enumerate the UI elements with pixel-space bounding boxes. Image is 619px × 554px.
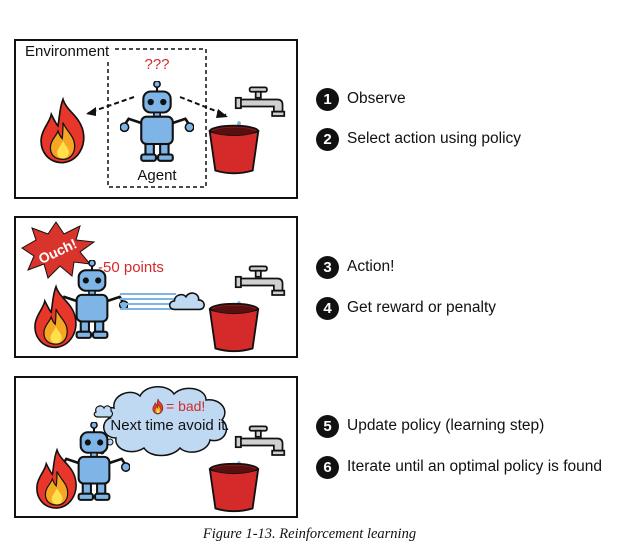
fire-icon xyxy=(40,98,85,164)
bucket-icon xyxy=(208,462,260,513)
step-number-badge: 2 xyxy=(316,127,339,151)
panel-update: = bad! Next time avoid it. xyxy=(14,376,298,518)
robot-icon xyxy=(120,81,194,163)
step-label: Select action using policy xyxy=(347,130,522,147)
step-label: Observe xyxy=(347,90,406,107)
panel-action: Ouch! -50 points xyxy=(14,216,298,358)
cloud-icon xyxy=(168,292,206,311)
step-iterate: 6 Iterate until an optimal policy is fou… xyxy=(316,454,602,480)
figure-caption: Figure 1-13. Reinforcement learning xyxy=(202,526,417,542)
environment-label: Environment xyxy=(22,43,113,60)
step-number-badge: 4 xyxy=(316,296,339,320)
step-reward: 4 Get reward or penalty xyxy=(316,295,496,321)
agent-label: Agent xyxy=(137,167,177,184)
points-text: -50 points xyxy=(98,259,164,276)
agent-dashed-box xyxy=(107,48,207,188)
speech-bubble-icon xyxy=(103,386,228,457)
panel-update-scene: = bad! Next time avoid it. xyxy=(35,386,286,513)
faucet-icon xyxy=(234,425,286,456)
fire-icon xyxy=(35,448,77,510)
panel-observe: ??? Agent Environment xyxy=(14,39,298,199)
fire-icon xyxy=(34,285,77,349)
step-number-badge: 5 xyxy=(316,414,339,438)
bucket-icon xyxy=(208,302,260,353)
question-marks: ??? xyxy=(144,56,169,73)
step-number-badge: 6 xyxy=(316,455,339,479)
panel-observe-scene: ??? Agent xyxy=(40,48,286,188)
step-label: Get reward or penalty xyxy=(347,299,497,316)
thought-puff xyxy=(93,405,114,418)
step-action: 3 Action! xyxy=(316,254,394,280)
step-number-badge: 3 xyxy=(316,255,339,279)
step-label: Iterate until an optimal policy is found xyxy=(347,458,603,475)
step-label: Action! xyxy=(347,258,395,275)
step-number-badge: 1 xyxy=(316,87,339,111)
faucet-icon xyxy=(234,265,286,296)
step-select-action: 2 Select action using policy xyxy=(316,126,521,152)
panel-action-scene: Ouch! -50 points xyxy=(21,221,286,353)
ouch-burst xyxy=(21,221,96,279)
avoid-text: Next time avoid it. xyxy=(110,417,229,434)
bucket-icon xyxy=(208,124,260,175)
step-update-policy: 5 Update policy (learning step) xyxy=(316,413,544,439)
faucet-icon xyxy=(234,86,286,117)
bad-text: = bad! xyxy=(166,398,205,414)
step-label: Update policy (learning step) xyxy=(347,417,545,434)
step-observe: 1 Observe xyxy=(316,86,406,112)
